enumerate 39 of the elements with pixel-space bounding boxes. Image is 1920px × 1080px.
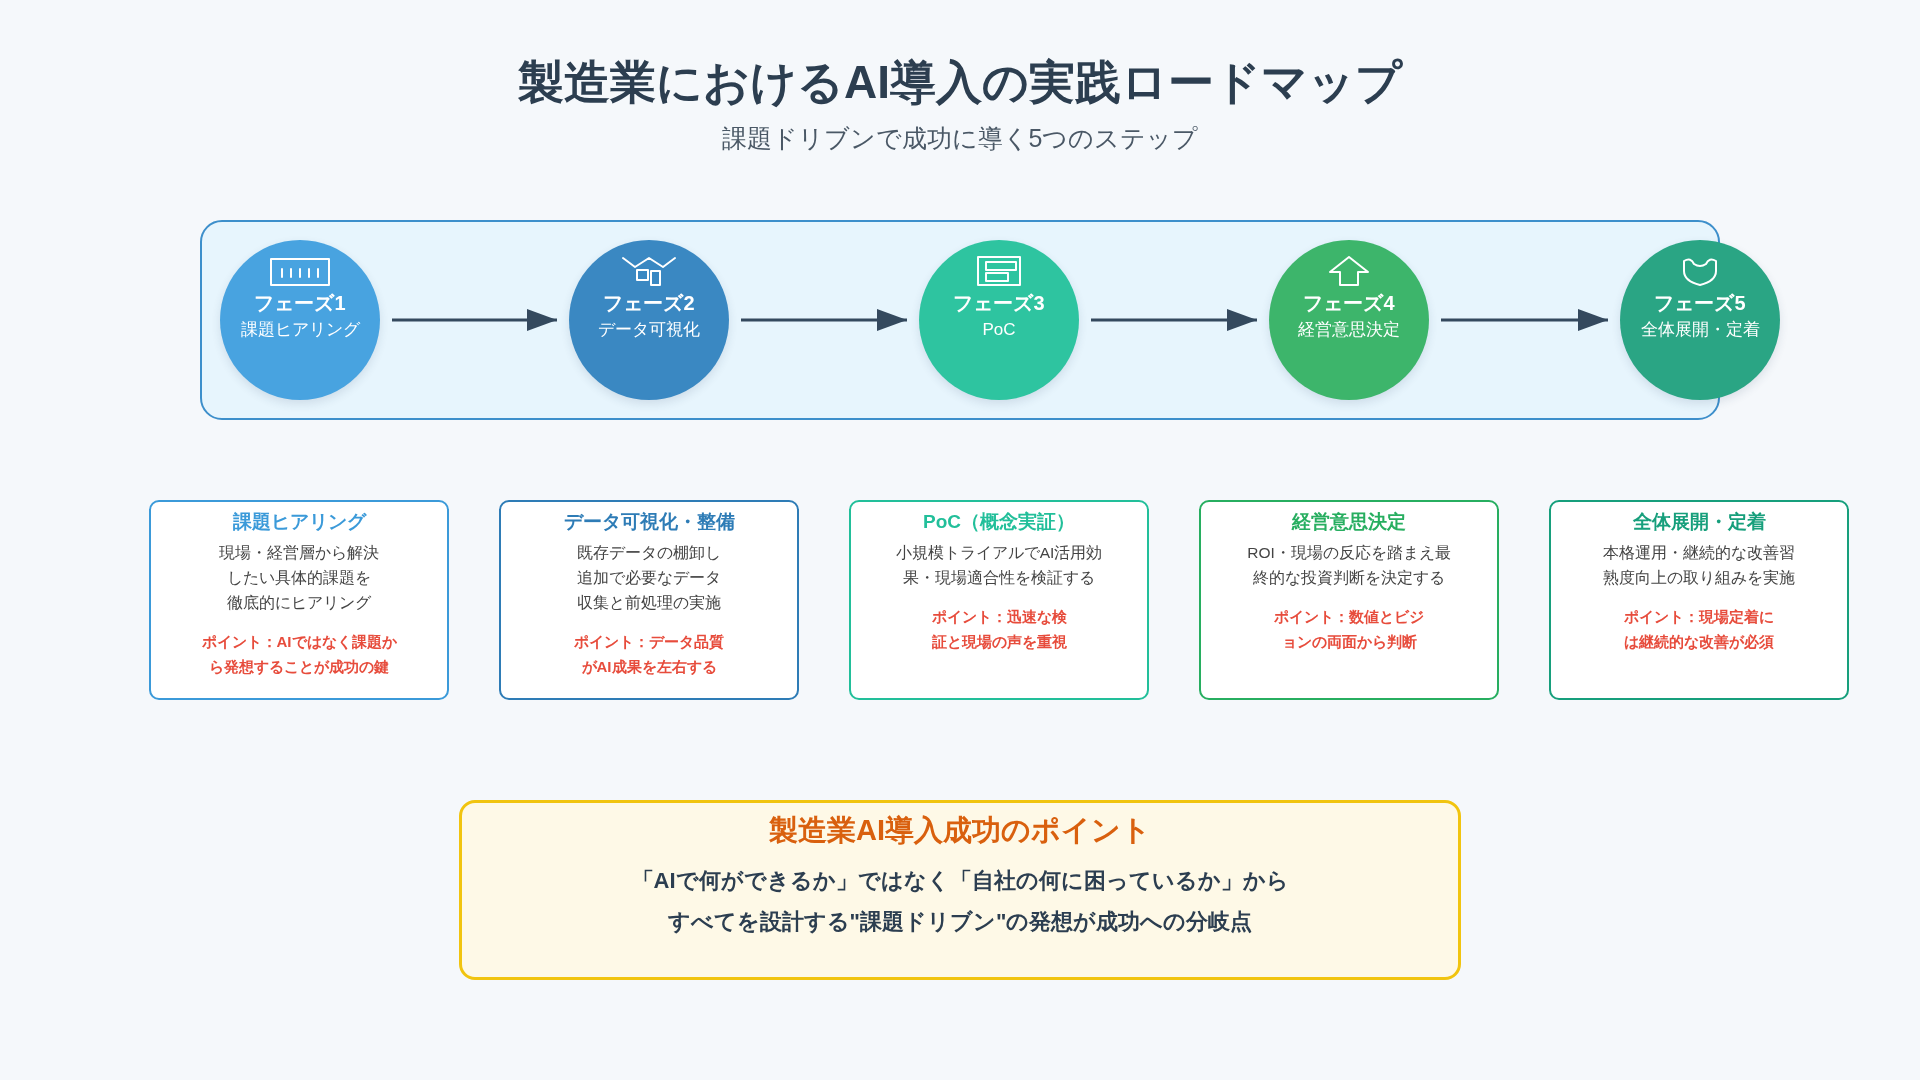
card-title: データ可視化・整備 — [563, 510, 735, 534]
card-description: 既存データの棚卸し追加で必要なデータ収集と前処理の実施 — [576, 543, 722, 613]
phase-name: 全体展開・定着 — [1640, 319, 1760, 341]
key-point-note: ポイント：現場定着には継続的な改善が必須 — [1623, 607, 1775, 652]
phase-number: フェーズ5 — [1654, 291, 1746, 316]
step-card — [849, 500, 1149, 700]
card-description: 本格運用・継続的な改善習熟度向上の取り組みを実施 — [1602, 543, 1796, 588]
arrow — [1441, 309, 1608, 331]
card-description: 小規模トライアルでAI活用効果・現場適合性を検証する — [894, 543, 1104, 588]
step-card — [1199, 500, 1499, 700]
phase-name: PoC — [982, 319, 1016, 341]
step-card — [149, 500, 449, 700]
phase-number: フェーズ2 — [603, 291, 695, 316]
phase-name: 課題ヒアリング — [240, 319, 360, 341]
phase-number: フェーズ4 — [1303, 291, 1395, 316]
key-point-note: ポイント：AIではなく課題から発想することが成功の鍵 — [200, 632, 398, 677]
key-point-note: ポイント：データ品質がAI成果を左右する — [573, 632, 725, 677]
phase-name: 経営意思決定 — [1298, 319, 1400, 341]
arrow — [1091, 309, 1257, 331]
summary-text: 「AIで何ができるか」ではなく「自社の何に困っているか」からすべてを設計する"課題ドリブン"の発想が成功への分岐点 — [630, 867, 1290, 936]
key-point-note: ポイント：迅速な検証と現場の声を重視 — [930, 607, 1068, 652]
card-description: 現場・経営層から解決したい具体的課題を徹底的にヒアリング — [218, 543, 380, 613]
step-card — [1549, 500, 1849, 700]
summary-title: 製造業AI導入成功のポイント — [769, 813, 1151, 848]
page-subtitle: 課題ドリブンで成功に導く5つのステップ — [721, 123, 1199, 154]
card-title: 全体展開・定着 — [1632, 510, 1766, 534]
summary-box — [459, 800, 1461, 980]
key-point-note: ポイント：数値とビジョンの両面から判断 — [1273, 607, 1425, 652]
arrow — [741, 309, 907, 331]
card-title: PoC（概念実証） — [923, 510, 1075, 534]
phase-name: データ可視化 — [598, 319, 700, 341]
card-title: 課題ヒアリング — [232, 510, 366, 534]
page-title: 製造業におけるAI導入の実践ロードマップ — [518, 55, 1402, 110]
phase-number: フェーズ3 — [953, 291, 1045, 316]
phase-number: フェーズ1 — [254, 291, 346, 316]
arrow — [392, 309, 557, 331]
card-description: ROI・現場の反応を踏まえ最終的な投資判断を決定する — [1246, 543, 1452, 588]
step-card — [499, 500, 799, 700]
card-title: 経営意思決定 — [1292, 510, 1406, 534]
